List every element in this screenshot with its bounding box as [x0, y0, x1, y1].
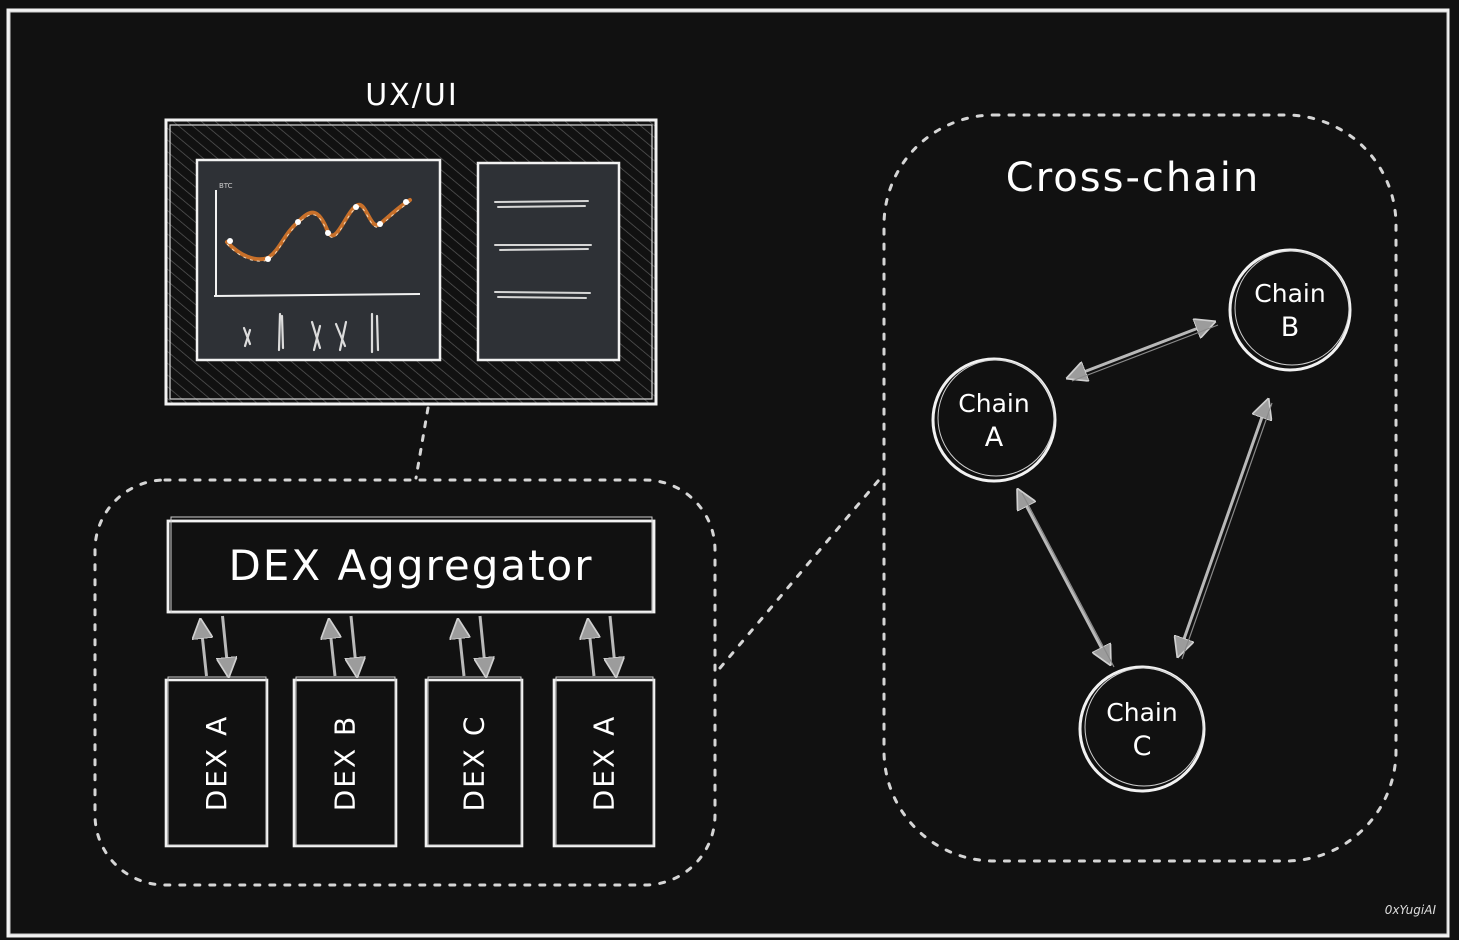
chain-node-letter: A [985, 422, 1004, 453]
chain-node-letter: B [1281, 312, 1300, 343]
dex-up-arrow [588, 620, 594, 677]
monitor-frame-sketch [169, 124, 653, 400]
dex-box: DEX B [292, 676, 398, 848]
aggregator-label: DEX Aggregator [228, 541, 593, 590]
dex-box-label: DEX C [458, 715, 491, 812]
outer-frame-sketch [9, 11, 1448, 935]
dex-boxes: DEX A DEX B DEX C DEX A [164, 676, 656, 848]
chain-node-circle [1228, 248, 1352, 372]
chain-node-sketch [937, 359, 1055, 477]
dex-box-sketch [167, 676, 267, 846]
chain-link-sketch [1071, 324, 1219, 382]
crosschain-connector [718, 472, 886, 670]
volume-bars [242, 312, 380, 354]
dex-box-sketch [427, 676, 522, 846]
dex-box-sketch [295, 676, 396, 846]
dex-box: DEX A [552, 676, 656, 848]
crosschain-dashed-boundary [882, 113, 1398, 863]
dex-up-arrow [201, 620, 207, 677]
chain-arrows [1018, 322, 1272, 667]
chain-node-title: Chain [1106, 698, 1177, 727]
uxui-group: UX/UI BTC [164, 78, 658, 406]
chart-x-axis [213, 293, 421, 297]
chain-link-sketch [1021, 492, 1115, 668]
chain-node-title: Chain [958, 389, 1029, 418]
chain-node-sketch [1234, 250, 1350, 366]
aggregator-box-sketch [170, 516, 653, 614]
watermark: 0xYugiAI [1385, 903, 1437, 917]
uxui-title: UX/UI [365, 78, 458, 113]
dex-box: DEX A [164, 676, 269, 848]
dex-box-frame [552, 678, 656, 848]
aggregator-group: DEX Aggregator DEX A DEX B DEX C DEX A [93, 478, 717, 887]
dex-arrows [201, 615, 617, 677]
side-panel-lines [494, 200, 592, 299]
side-panel [476, 161, 621, 362]
dex-down-arrow [351, 615, 357, 676]
dex-box-frame [292, 678, 398, 848]
dex-box-label: DEX A [200, 715, 233, 812]
chain-node-letter: C [1133, 731, 1152, 762]
chain-link-arrow [1178, 400, 1268, 656]
dex-down-arrow [480, 615, 486, 676]
dex-down-arrow [223, 615, 229, 676]
chain-node-title: Chain [1254, 279, 1325, 308]
crosschain-title: Cross-chain [1006, 155, 1260, 201]
dex-box-frame [424, 678, 524, 848]
dex-down-arrow [610, 615, 616, 676]
aggregator-box [166, 519, 656, 614]
chart-label: BTC [219, 182, 233, 190]
dex-up-arrow [458, 620, 464, 677]
monitor-connector [414, 406, 430, 480]
dex-box-label: DEX A [588, 715, 621, 812]
chart-panel [195, 158, 442, 362]
dex-up-arrow [329, 620, 335, 677]
chain-link-sketch [1181, 402, 1273, 660]
dex-box-frame [164, 678, 269, 848]
dex-box: DEX C [424, 676, 524, 848]
chain-node-circle [1078, 665, 1206, 793]
aggregator-dashed-boundary [93, 478, 717, 887]
dex-box-sketch [555, 676, 654, 846]
chain-node-sketch [1084, 667, 1204, 787]
outer-frame [6, 8, 1450, 938]
chain-node-circle [931, 357, 1057, 483]
price-markers [227, 199, 409, 262]
dex-box-label: DEX B [329, 715, 362, 812]
chain-link-arrow [1068, 322, 1214, 378]
chain-link-arrow [1018, 490, 1110, 664]
